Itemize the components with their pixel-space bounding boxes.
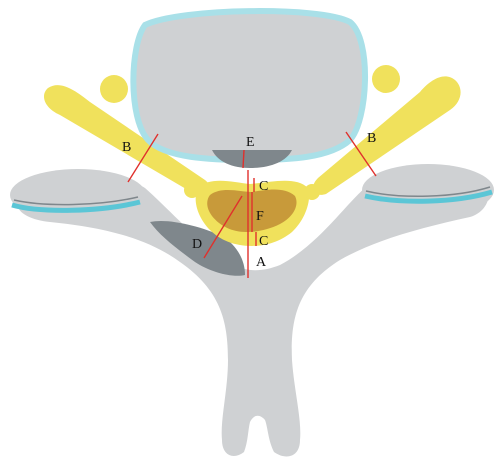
label-b-left: B bbox=[122, 140, 131, 155]
label-c-lower: C bbox=[259, 234, 268, 249]
label-e: E bbox=[246, 135, 255, 150]
label-c-upper: C bbox=[259, 179, 268, 194]
left-canal-lobe bbox=[184, 182, 200, 198]
label-a: A bbox=[256, 255, 267, 270]
left-articular-process bbox=[10, 169, 146, 221]
label-f: F bbox=[256, 209, 264, 224]
label-b-right: B bbox=[367, 131, 376, 146]
label-d: D bbox=[192, 237, 202, 252]
right-articular-process bbox=[362, 164, 494, 216]
posterior-longitudinal-ligament bbox=[212, 150, 292, 168]
right-canal-lobe bbox=[304, 184, 320, 200]
left-vertebral-artery bbox=[100, 75, 128, 103]
measure-line-e bbox=[243, 150, 244, 168]
right-vertebral-artery bbox=[372, 65, 400, 93]
